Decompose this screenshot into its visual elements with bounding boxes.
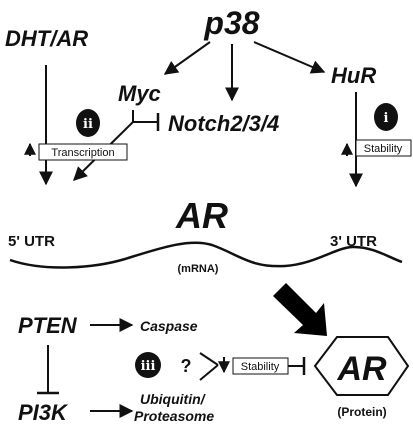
transcription-label: Transcription — [51, 147, 114, 159]
dht-ar-label: DHT/AR — [5, 26, 88, 51]
stability-protein-label: Stability — [241, 361, 280, 373]
utr5-label: 5' UTR — [8, 233, 55, 250]
badge-iii-text: iii — [141, 359, 156, 374]
converge-line-lower — [199, 364, 219, 381]
mrna-strand — [9, 241, 403, 269]
ar-mrna-title: AR — [175, 195, 228, 236]
arrow-p38-to-myc — [163, 41, 211, 75]
translation-arrow — [273, 283, 327, 336]
arrow-p38-to-hur — [253, 41, 326, 74]
badge-ii-text: ii — [83, 117, 93, 132]
ar-protein-label: AR — [336, 350, 387, 388]
caspase-label: Caspase — [140, 318, 198, 334]
utr3-label: 3' UTR — [330, 233, 377, 250]
pten-label: PTEN — [18, 313, 78, 338]
pi3k-label: PI3K — [18, 400, 69, 425]
converge-line-upper — [199, 352, 219, 366]
unknown-factor-label: ? — [181, 356, 192, 376]
myc-label: Myc — [118, 81, 161, 106]
badge-iii — [135, 352, 161, 378]
p38-label: p38 — [203, 5, 259, 41]
badge-ii — [76, 109, 100, 137]
badge-i — [374, 103, 398, 131]
hur-label: HuR — [331, 63, 376, 88]
transcription-box — [38, 143, 128, 161]
ar-protein-hexagon — [313, 336, 410, 396]
stability-mrna-box — [355, 139, 412, 157]
badge-i-text: i — [384, 111, 389, 126]
protein-label: (Protein) — [337, 405, 386, 419]
ubiquitin-label-1: Ubiquitin/ — [140, 391, 207, 407]
ubiquitin-label-2: Proteasome — [134, 408, 214, 424]
notch-label: Notch2/3/4 — [168, 111, 279, 136]
stability-mrna-label: Stability — [364, 143, 403, 155]
mrna-label: (mRNA) — [178, 263, 219, 275]
